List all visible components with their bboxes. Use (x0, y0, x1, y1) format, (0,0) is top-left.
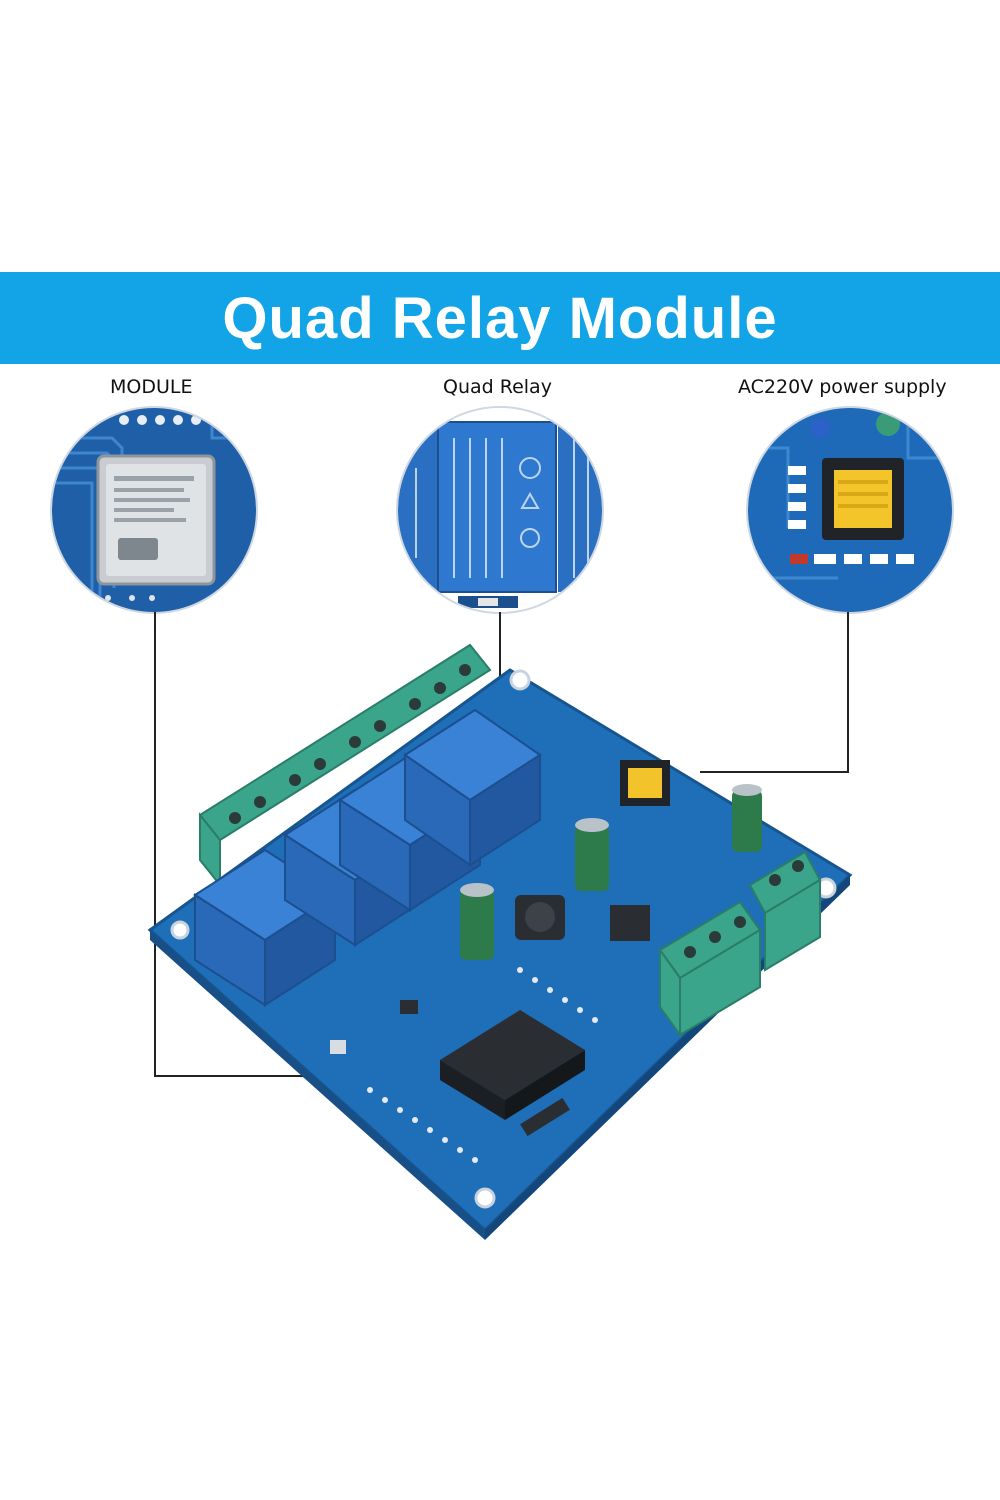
power-supply-label: AC220V power supply (738, 376, 947, 398)
page-title: Quad Relay Module (222, 285, 778, 351)
relay-board-illustration (147, 643, 853, 1240)
wifi-module-illustration (52, 408, 256, 612)
transformer-illustration (748, 408, 952, 612)
relay-illustration (398, 408, 602, 612)
module-zoom-circle (52, 408, 256, 612)
quad-relay-label: Quad Relay (443, 376, 552, 398)
title-banner: Quad Relay Module (0, 272, 1000, 364)
quad-relay-zoom-circle (398, 408, 602, 612)
power-supply-zoom-circle (748, 408, 952, 612)
module-label: MODULE (110, 376, 193, 398)
